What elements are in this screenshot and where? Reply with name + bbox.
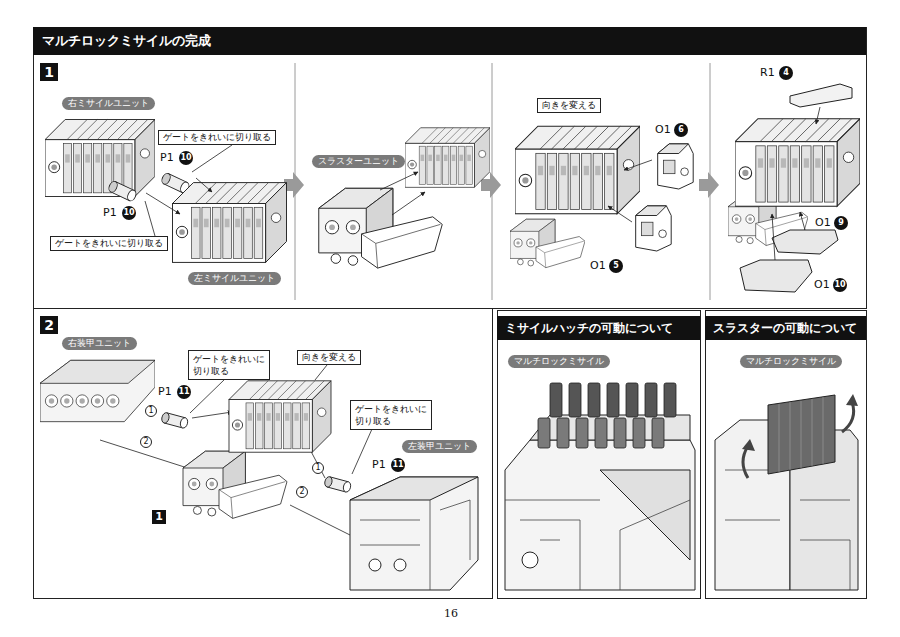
callout-number: 11 bbox=[177, 385, 191, 399]
node-text: マルチロックミサイル bbox=[746, 356, 836, 366]
order-number: 2 bbox=[140, 436, 152, 448]
node-text: 左装甲ユニット bbox=[408, 441, 471, 451]
node-text: 向きを変える bbox=[542, 100, 596, 110]
panel-frames bbox=[34, 28, 867, 599]
unit-name-tag: 右ミサイルユニット bbox=[62, 97, 155, 110]
callout-number: 10 bbox=[833, 278, 847, 292]
note-box: ゲートをきれいに切り取る bbox=[158, 130, 276, 145]
node-text: 2 bbox=[44, 317, 54, 333]
note-box: 向きを変える bbox=[537, 98, 601, 113]
node-text: 右装甲ユニット bbox=[68, 338, 131, 348]
page-number: 16 bbox=[444, 607, 458, 621]
unit-name-tag: 左ミサイルユニット bbox=[188, 272, 281, 285]
hatch-figure bbox=[505, 383, 695, 590]
unit-name-tag: マルチロックミサイル bbox=[508, 355, 610, 368]
part-code: O1 bbox=[815, 216, 831, 230]
node-text: 1 bbox=[44, 64, 54, 80]
callout-number: 4 bbox=[779, 66, 793, 80]
node-text: スラスターユニット bbox=[318, 156, 399, 166]
order-number: 1 bbox=[312, 462, 324, 474]
note-box: ゲートをきれいに切り取る bbox=[50, 236, 168, 251]
step-number: 1 bbox=[40, 63, 58, 81]
callout-number: 10 bbox=[179, 151, 193, 165]
node-text: マルチロックミサイル bbox=[514, 356, 604, 366]
step-number: 2 bbox=[40, 316, 58, 334]
callout-number: 10 bbox=[122, 206, 136, 220]
note-box: ゲートをきれいに 切り取る bbox=[188, 350, 270, 380]
title-bar: マルチロックミサイルの完成 bbox=[33, 27, 866, 55]
unit-name-tag: マルチロックミサイル bbox=[740, 355, 842, 368]
leader-lines bbox=[145, 145, 372, 474]
part-code: P1 bbox=[158, 385, 172, 399]
sub-step-dividers bbox=[295, 63, 710, 300]
note-box: ゲートをきれいに 切り取る bbox=[350, 400, 432, 430]
unit-name-tag: 左装甲ユニット bbox=[402, 440, 477, 453]
node-text: スラスターの可動について bbox=[713, 321, 857, 335]
part-code: R1 bbox=[760, 66, 775, 80]
node-text: 向きを変える bbox=[302, 352, 356, 362]
callout-number: 5 bbox=[609, 259, 623, 273]
node-text: ゲートをきれいに切り取る bbox=[163, 132, 271, 142]
callout-number: 9 bbox=[834, 216, 848, 230]
step1-parts bbox=[45, 84, 860, 292]
node-text: ゲートをきれいに切り取る bbox=[55, 238, 163, 248]
unit-name-tag: 右装甲ユニット bbox=[62, 337, 137, 350]
step-reference: 1 bbox=[152, 510, 166, 524]
node-text: 右ミサイルユニット bbox=[68, 98, 149, 108]
callout-number: 6 bbox=[674, 123, 688, 137]
part-code: P1 bbox=[103, 206, 117, 220]
order-number: 2 bbox=[296, 486, 308, 498]
callout-number: 11 bbox=[391, 458, 405, 472]
node-text: 1 bbox=[155, 510, 163, 523]
node-text: ゲートをきれいに 切り取る bbox=[355, 404, 427, 426]
page-title: マルチロックミサイルの完成 bbox=[42, 33, 211, 48]
node-text: 左ミサイルユニット bbox=[194, 273, 275, 283]
part-code: P1 bbox=[160, 151, 174, 165]
section-header: ミサイルハッチの可動について bbox=[497, 316, 700, 340]
node-text: ミサイルハッチの可動について bbox=[505, 321, 673, 335]
step2-parts bbox=[40, 360, 478, 590]
part-code: P1 bbox=[372, 458, 386, 472]
section-header: スラスターの可動について bbox=[705, 316, 866, 340]
part-code: O1 bbox=[655, 123, 671, 137]
part-code: O1 bbox=[590, 259, 606, 273]
unit-name-tag: スラスターユニット bbox=[312, 155, 405, 168]
note-box: 向きを変える bbox=[297, 350, 361, 365]
thruster-figure bbox=[715, 394, 858, 590]
part-code: O1 bbox=[814, 278, 830, 292]
node-text: ゲートをきれいに 切り取る bbox=[193, 354, 265, 376]
order-number: 1 bbox=[145, 405, 157, 417]
